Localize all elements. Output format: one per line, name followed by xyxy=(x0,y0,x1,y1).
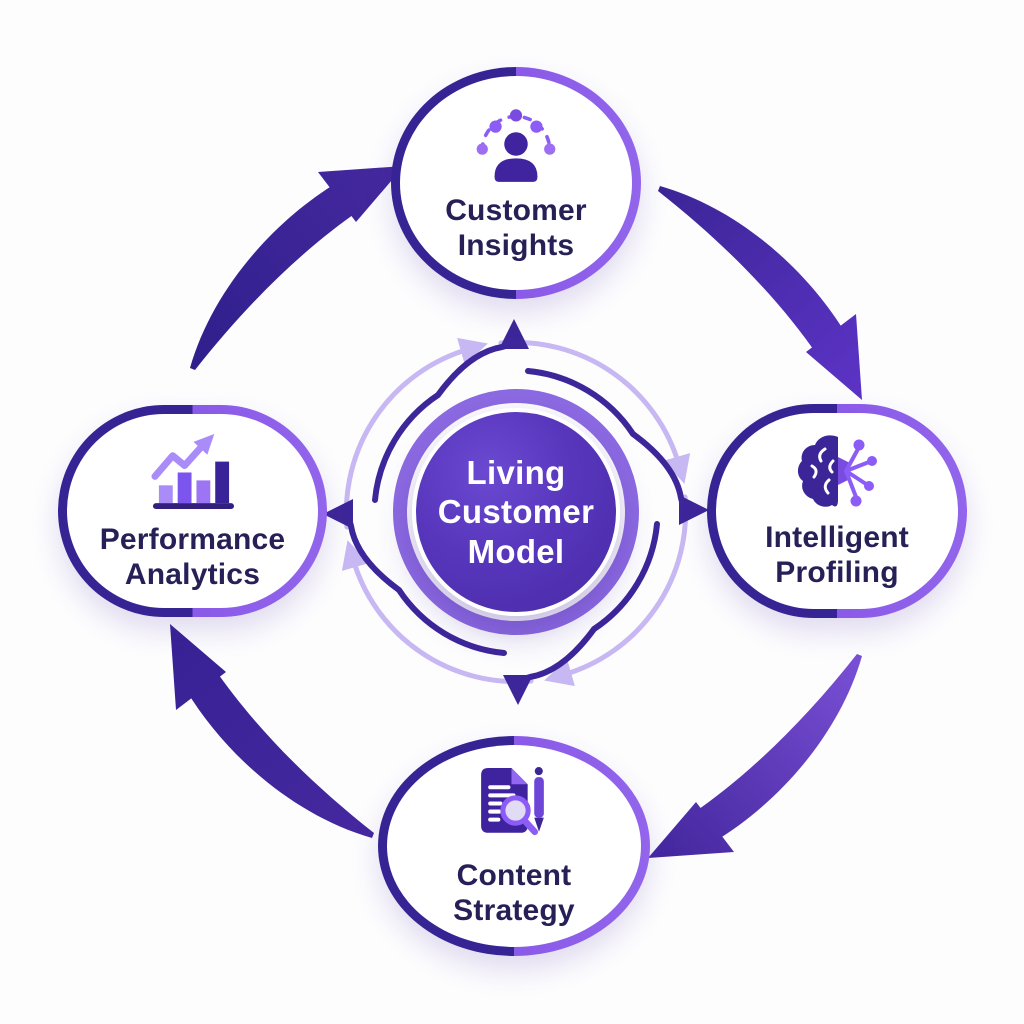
node-performance-analytics-label: Performance Analytics xyxy=(99,523,286,591)
cycle-arrow-left-to-top xyxy=(190,166,404,370)
node-content-strategy: Content Strategy xyxy=(378,736,650,956)
center-node-label: Living Customer Model xyxy=(437,453,595,570)
node-content-strategy-label: Content Strategy xyxy=(453,859,575,927)
brain-circuit-icon xyxy=(797,435,877,507)
center-node: Living Customer Model xyxy=(412,408,620,616)
node-performance-analytics-body: Performance Analytics xyxy=(67,414,318,608)
node-customer-insights: Customer Insights xyxy=(391,67,641,299)
cycle-arrow-top-to-right xyxy=(658,186,862,400)
node-performance-analytics: Performance Analytics xyxy=(58,405,327,617)
node-content-strategy-body: Content Strategy xyxy=(387,745,641,947)
node-customer-insights-label: Customer Insights xyxy=(445,194,587,262)
node-customer-insights-body: Customer Insights xyxy=(400,76,632,290)
node-intelligent-profiling-label: Intelligent Profiling xyxy=(765,521,909,589)
node-intelligent-profiling: Intelligent Profiling xyxy=(707,404,967,618)
document-search-pen-icon xyxy=(481,767,544,836)
cycle-arrow-right-to-bottom xyxy=(648,654,862,858)
bar-chart-growth-icon xyxy=(150,434,234,510)
node-intelligent-profiling-body: Intelligent Profiling xyxy=(716,413,958,609)
cycle-arrow-bottom-to-left xyxy=(170,624,374,838)
customer-network-icon xyxy=(476,109,556,183)
